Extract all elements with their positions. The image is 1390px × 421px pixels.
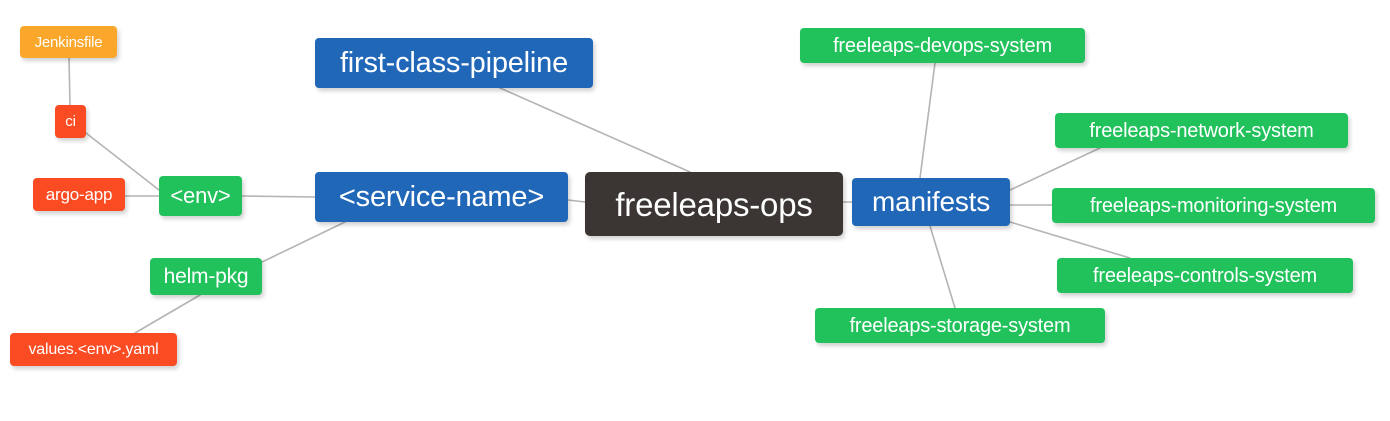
node-jenkinsfile[interactable]: Jenkinsfile <box>20 26 117 58</box>
edge-manifests-to-freeleaps-network-system <box>1009 147 1101 191</box>
edge-manifests-to-freeleaps-storage-system <box>929 225 956 309</box>
edge-manifests-to-freeleaps-controls-system <box>1009 221 1131 259</box>
node-freeleaps-network-system[interactable]: freeleaps-network-system <box>1055 113 1348 148</box>
node-freeleaps-devops-system[interactable]: freeleaps-devops-system <box>800 28 1085 63</box>
node-freeleaps-storage-system[interactable]: freeleaps-storage-system <box>815 308 1105 343</box>
node-helm-pkg[interactable]: helm-pkg <box>150 258 262 295</box>
node-freeleaps-controls-system[interactable]: freeleaps-controls-system <box>1057 258 1353 293</box>
node-ci[interactable]: ci <box>55 105 86 138</box>
edge-jenkinsfile-to-ci <box>68 57 71 106</box>
node-freeleaps-ops[interactable]: freeleaps-ops <box>585 172 843 236</box>
edge-manifests-to-freeleaps-devops-system <box>919 62 936 179</box>
edge-env-to-service-name <box>241 195 316 198</box>
edge-values-yaml-to-helm-pkg <box>134 294 201 334</box>
node-argo-app[interactable]: argo-app <box>33 178 125 211</box>
node-env[interactable]: <env> <box>159 176 242 216</box>
node-first-class-pipeline[interactable]: first-class-pipeline <box>315 38 593 88</box>
edge-helm-pkg-to-service-name <box>261 221 346 263</box>
node-values-yaml[interactable]: values.<env>.yaml <box>10 333 177 366</box>
node-manifests[interactable]: manifests <box>852 178 1010 226</box>
edge-service-name-to-freeleaps-ops <box>567 199 586 203</box>
node-freeleaps-monitoring-system[interactable]: freeleaps-monitoring-system <box>1052 188 1375 223</box>
node-service-name[interactable]: <service-name> <box>315 172 568 222</box>
edge-first-class-pipeline-to-freeleaps-ops <box>499 87 691 173</box>
